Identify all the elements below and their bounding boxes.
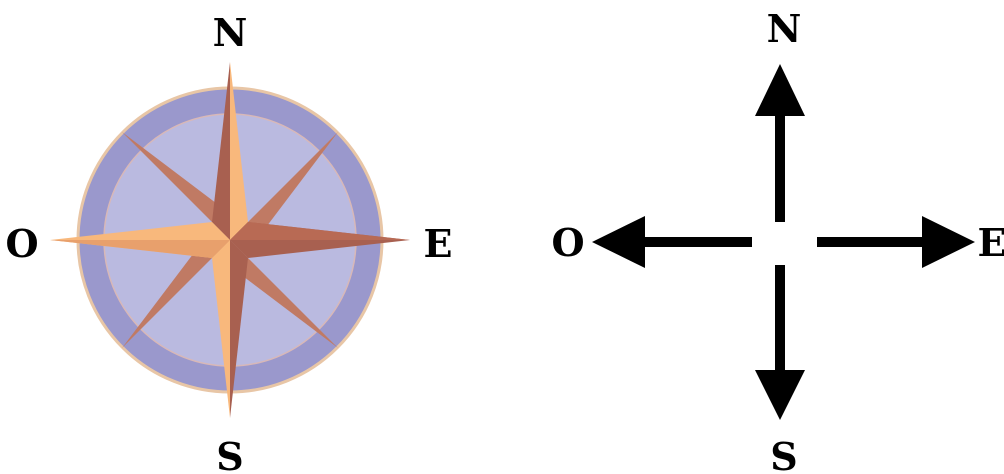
compass-rose-east-label: E xyxy=(424,221,453,266)
north-arrow xyxy=(755,64,805,222)
compass-cardinal-points xyxy=(50,62,410,418)
south-arrow xyxy=(755,265,805,420)
arrow-compass-south-label: S xyxy=(770,434,797,474)
compass-rose: N S E O xyxy=(5,10,452,474)
compass-rose-south-label: S xyxy=(216,434,243,474)
east-arrow xyxy=(817,216,975,268)
west-arrow xyxy=(592,216,752,268)
compass-rose-west-label: O xyxy=(5,221,38,266)
arrow-compass: N S E O xyxy=(551,6,1004,474)
arrow-compass-north-label: N xyxy=(767,6,802,51)
arrow-compass-east-label: E xyxy=(978,220,1004,265)
compass-rose-north-label: N xyxy=(213,10,248,55)
arrow-compass-west-label: O xyxy=(551,220,584,265)
